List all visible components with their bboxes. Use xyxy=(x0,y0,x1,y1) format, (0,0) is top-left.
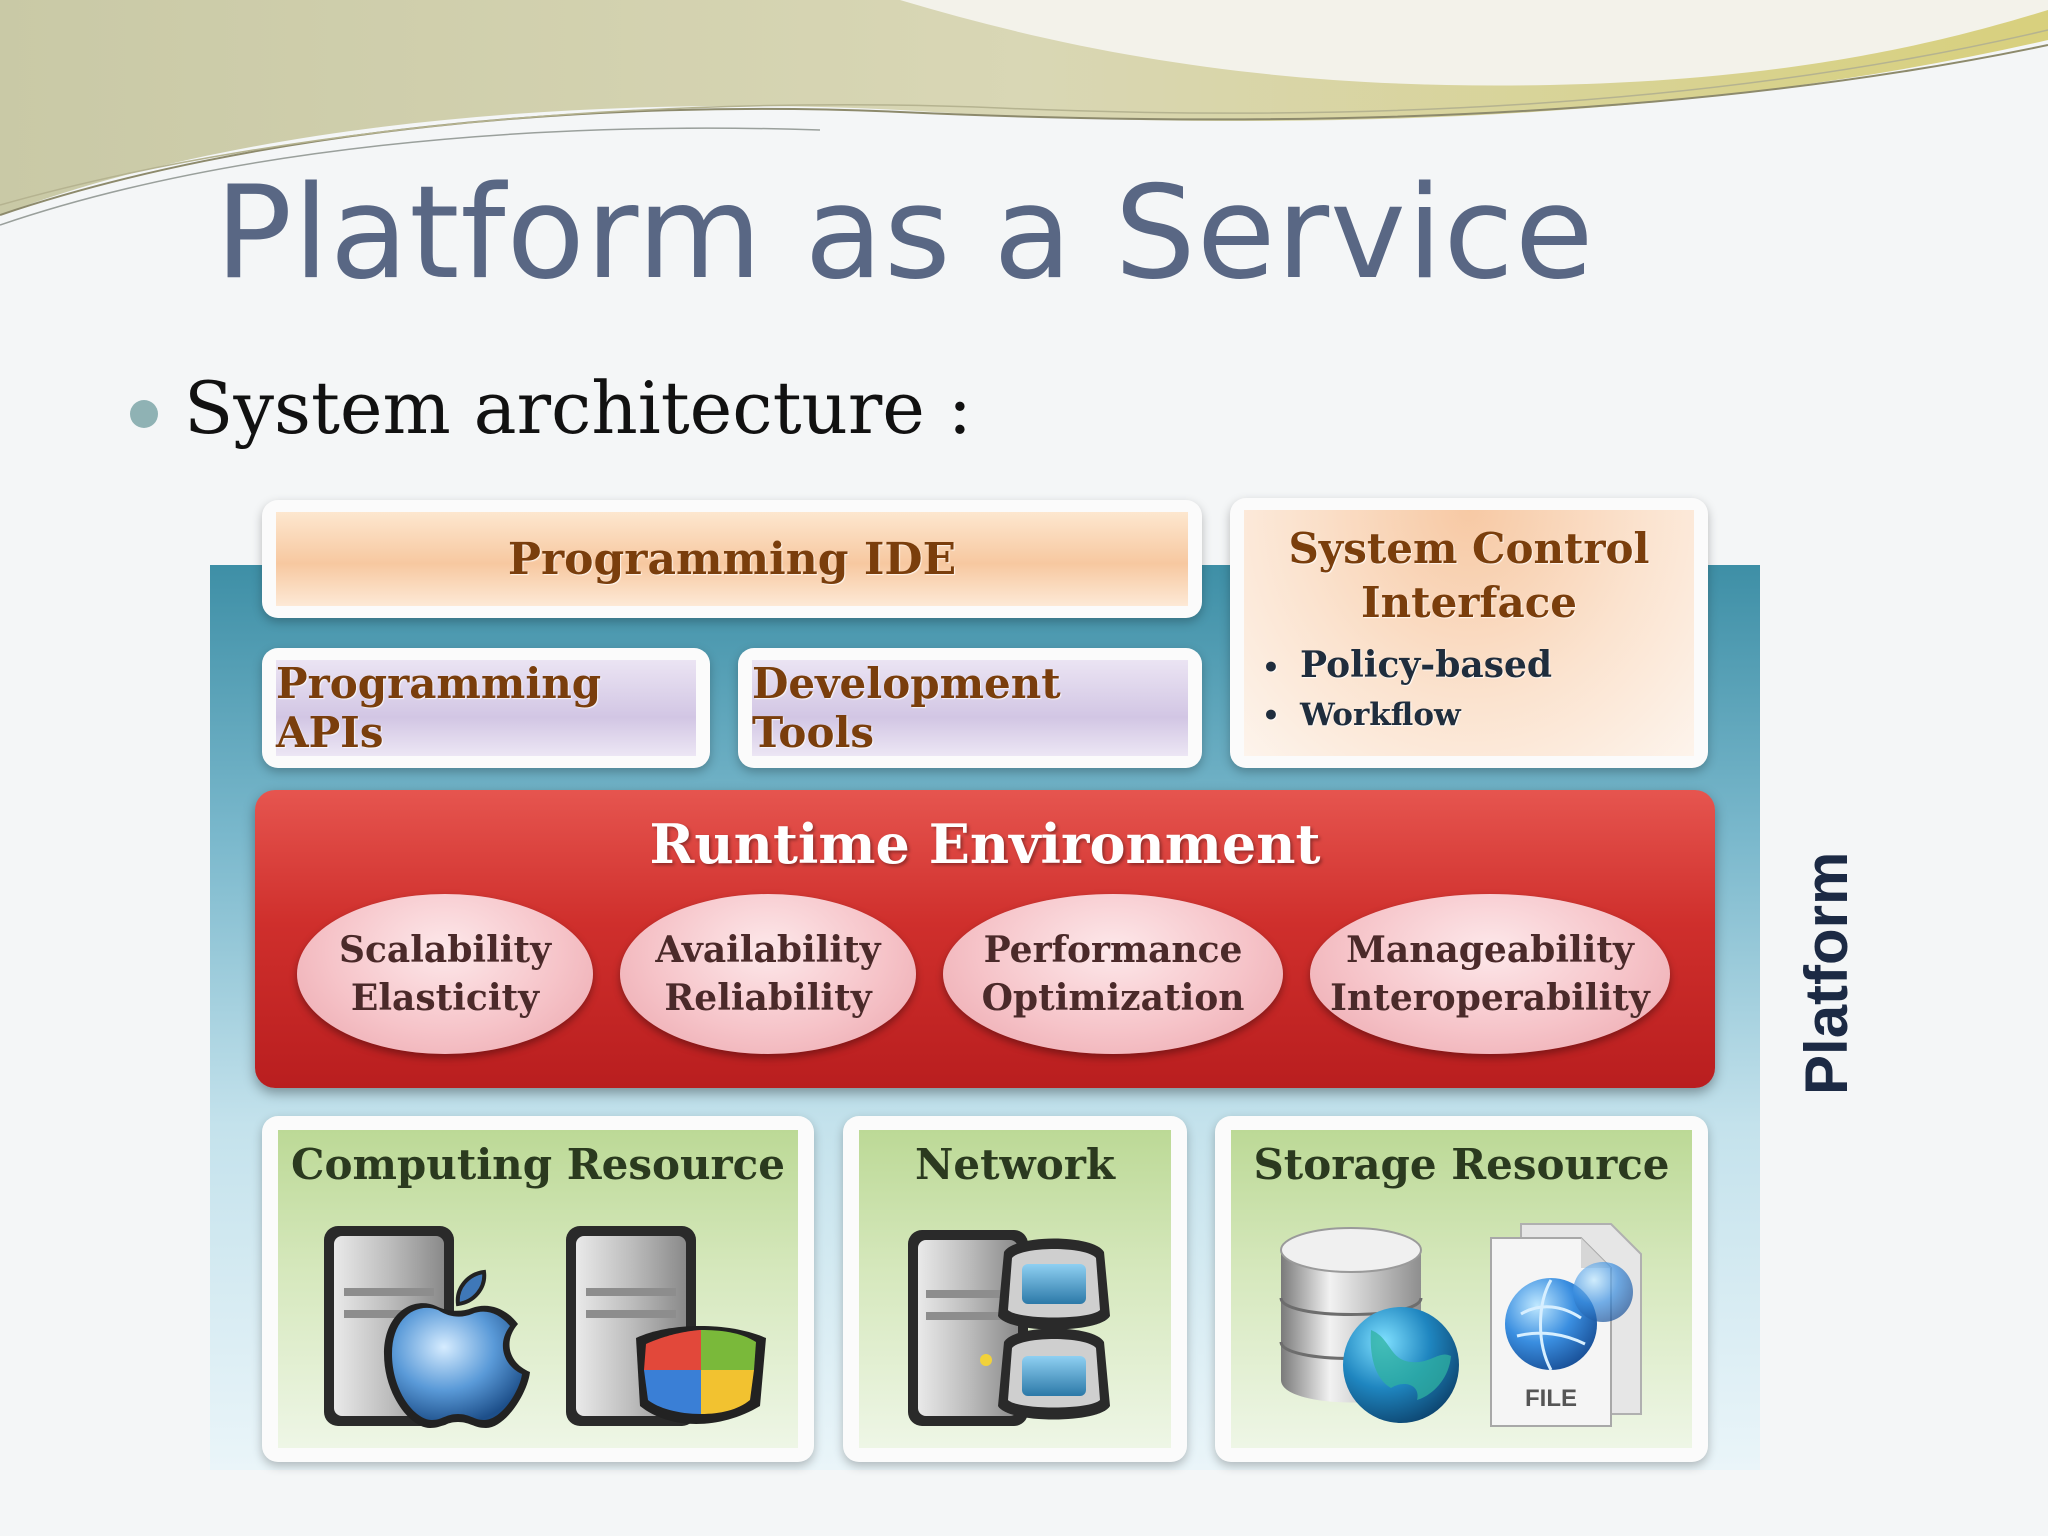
database-globe-icon xyxy=(1279,1227,1459,1423)
computing-resource-content: Computing Resource xyxy=(278,1130,798,1448)
header-wave-decoration xyxy=(0,0,2048,226)
feature-availability-reliability: Availability Reliability xyxy=(620,894,916,1054)
bullet-dot xyxy=(130,400,158,428)
network-box: Network xyxy=(843,1116,1187,1462)
feature-line2: Reliability xyxy=(664,977,872,1019)
programming-apis-label: Programming APIs xyxy=(276,659,696,757)
network-server-icon xyxy=(908,1230,1110,1426)
platform-label: Platform xyxy=(1793,840,1865,1100)
network-content: Network xyxy=(859,1130,1171,1448)
runtime-environment-box: Runtime Environment Scalability Elastici… xyxy=(255,790,1715,1088)
bullet-text: System architecture : xyxy=(184,366,973,450)
feature-line2: Optimization xyxy=(981,977,1245,1019)
computing-resource-title: Computing Resource xyxy=(291,1140,785,1189)
system-control-list: Policy-based Workflow xyxy=(1262,640,1552,740)
system-control-item-workflow: Workflow xyxy=(1262,690,1552,740)
system-control-title-line2: Interface xyxy=(1360,578,1577,627)
feature-manageability-interoperability: Manageability Interoperability xyxy=(1310,894,1670,1054)
storage-resource-title: Storage Resource xyxy=(1253,1140,1670,1189)
system-control-title-line1: System Control xyxy=(1288,524,1650,573)
system-control-interface-box: System Control Interface Policy-based Wo… xyxy=(1230,498,1708,768)
programming-ide-label: Programming IDE xyxy=(276,512,1188,606)
feature-line2: Interoperability xyxy=(1330,977,1650,1019)
server-apple-icon xyxy=(324,1226,530,1428)
storage-resource-content: Storage Resource xyxy=(1231,1130,1692,1448)
slide-title: Platform as a Service xyxy=(215,159,1595,308)
network-title: Network xyxy=(915,1140,1115,1189)
system-control-interface-content: System Control Interface Policy-based Wo… xyxy=(1244,510,1694,756)
storage-resource-box: Storage Resource xyxy=(1215,1116,1708,1462)
feature-line1: Performance xyxy=(983,929,1243,971)
programming-apis-box: Programming APIs xyxy=(262,648,710,768)
development-tools-box: Development Tools xyxy=(738,648,1202,768)
platform-label-text: Platform xyxy=(1795,852,1860,1095)
system-control-title: System Control Interface xyxy=(1244,522,1694,630)
feature-performance-optimization: Performance Optimization xyxy=(943,894,1283,1054)
feature-scalability-elasticity: Scalability Elasticity xyxy=(297,894,593,1054)
feature-line1: Manageability xyxy=(1346,929,1634,971)
development-tools-label: Development Tools xyxy=(752,659,1188,757)
system-control-item-policy: Policy-based xyxy=(1262,640,1552,690)
file-label: FILE xyxy=(1525,1385,1577,1412)
server-windows-icon xyxy=(566,1226,766,1426)
feature-line1: Scalability xyxy=(339,929,551,971)
feature-line2: Elasticity xyxy=(350,977,540,1019)
file-globe-icon: FILE xyxy=(1490,1223,1642,1427)
programming-ide-box: Programming IDE xyxy=(262,500,1202,618)
feature-line1: Availability xyxy=(655,929,881,971)
runtime-environment-title: Runtime Environment xyxy=(649,812,1321,876)
computing-resource-box: Computing Resource xyxy=(262,1116,814,1462)
